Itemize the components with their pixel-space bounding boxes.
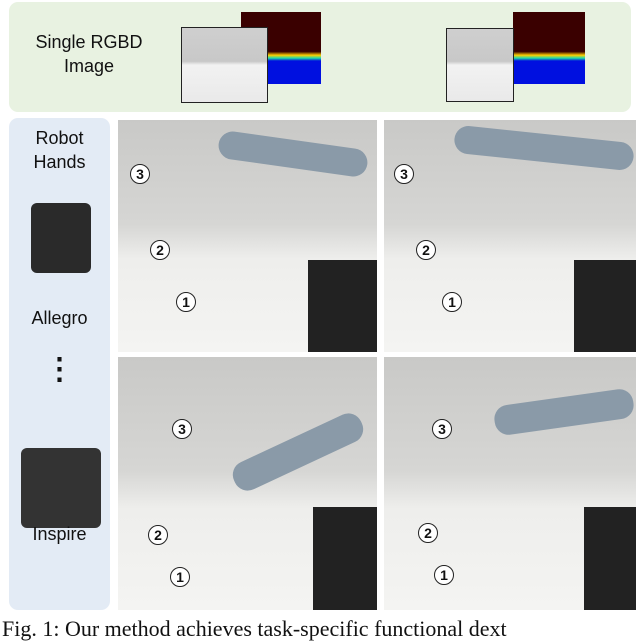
figure-caption: Fig. 1: Our method achieves task-specifi… bbox=[2, 616, 507, 641]
ellipsis: ⋮ bbox=[44, 353, 75, 386]
hand-name-inspire: Inspire bbox=[32, 524, 87, 544]
hands-title: Robot Hands bbox=[33, 128, 86, 172]
rgb-image-1 bbox=[181, 27, 268, 103]
robot-arm bbox=[453, 124, 635, 172]
marker-3: 3 bbox=[172, 419, 192, 439]
marker-3: 3 bbox=[130, 164, 150, 184]
robot-arm bbox=[492, 387, 636, 437]
photo-inspire-1: 3 2 1 bbox=[118, 357, 377, 610]
robot-arm bbox=[228, 408, 368, 496]
marker-1: 1 bbox=[434, 565, 454, 585]
allegro-hand-image bbox=[31, 203, 91, 273]
inspire-hand-image bbox=[21, 448, 101, 528]
marker-2: 2 bbox=[418, 523, 438, 543]
robot-base bbox=[584, 507, 636, 610]
marker-3: 3 bbox=[432, 419, 452, 439]
marker-1: 1 bbox=[442, 292, 462, 312]
photo-allegro-2: 3 2 1 bbox=[384, 120, 636, 352]
robot-base bbox=[308, 260, 377, 352]
marker-2: 2 bbox=[150, 240, 170, 260]
photo-inspire-2: 3 2 1 bbox=[384, 357, 636, 610]
marker-3: 3 bbox=[394, 164, 414, 184]
rgb-image-2 bbox=[446, 28, 514, 102]
input-panel: Single RGBD Image bbox=[9, 2, 631, 112]
robot-base bbox=[313, 507, 377, 610]
robot-arm bbox=[216, 129, 370, 179]
marker-2: 2 bbox=[416, 240, 436, 260]
robot-hands-panel: Robot Hands Allegro ⋮ Inspire bbox=[9, 118, 110, 610]
marker-2: 2 bbox=[148, 525, 168, 545]
marker-1: 1 bbox=[176, 292, 196, 312]
robot-base bbox=[574, 260, 636, 352]
marker-1: 1 bbox=[170, 567, 190, 587]
input-label: Single RGBD Image bbox=[35, 32, 143, 76]
hand-name-allegro: Allegro bbox=[31, 308, 88, 328]
photo-allegro-1: 3 2 1 bbox=[118, 120, 377, 352]
depth-image-2 bbox=[513, 12, 585, 84]
